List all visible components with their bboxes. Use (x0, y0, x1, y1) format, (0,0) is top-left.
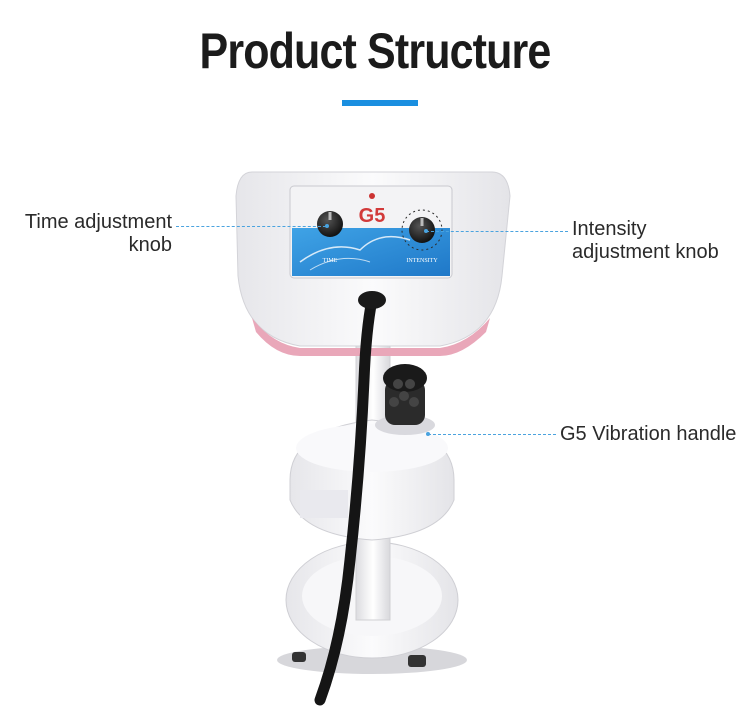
vibration-handle-callout: G5 Vibration handle (560, 423, 737, 445)
intensity-knob-label-line1: Intensity (572, 218, 647, 240)
vibration-handle-pointer (426, 432, 430, 436)
wheel (408, 655, 426, 667)
time-knob-leader (176, 226, 326, 227)
time-knob-icon (317, 211, 343, 237)
svg-text:INTENSITY: INTENSITY (406, 258, 438, 264)
time-knob-label-line2: knob (128, 234, 172, 256)
time-knob-label-line1: Time adjustment (24, 211, 172, 233)
time-knob-pointer (325, 224, 329, 228)
handle-cable (314, 294, 378, 706)
intensity-knob-callout: Intensity adjustment knob (572, 218, 742, 264)
intensity-knob-leader (426, 231, 568, 232)
model-label: G5 (359, 205, 386, 227)
massage-node (393, 379, 403, 389)
intensity-knob-icon (409, 217, 435, 243)
svg-text:TIME: TIME (323, 258, 338, 264)
intensity-knob-label-line2: adjustment knob (572, 241, 719, 263)
intensity-knob-pointer (424, 229, 428, 233)
vibration-handle-leader (428, 434, 556, 435)
wheel (292, 652, 306, 662)
power-led (369, 193, 375, 199)
page-title: Product Structure (199, 23, 552, 79)
title-underline (342, 100, 418, 106)
time-knob-callout: Time adjustment knob (10, 211, 172, 257)
